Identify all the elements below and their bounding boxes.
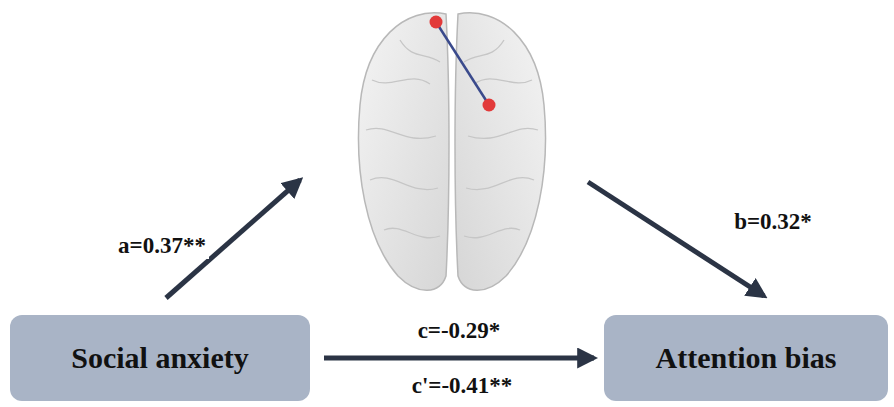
variable-box: Attention bias [604, 315, 888, 401]
direct-effect-arrow [324, 356, 594, 361]
path-coefficient: b=0.32* [731, 209, 815, 235]
path-coefficient: c=-0.29* [415, 318, 504, 344]
path-coefficient: c'=-0.41** [409, 373, 516, 399]
path-b-arrow [588, 182, 764, 296]
path-coefficient: a=0.37** [115, 233, 209, 259]
brain [359, 13, 546, 290]
variable-name: Attention bias [656, 341, 837, 375]
variable-name: Social anxiety [71, 341, 249, 375]
variable-box: Social anxiety [10, 315, 310, 401]
